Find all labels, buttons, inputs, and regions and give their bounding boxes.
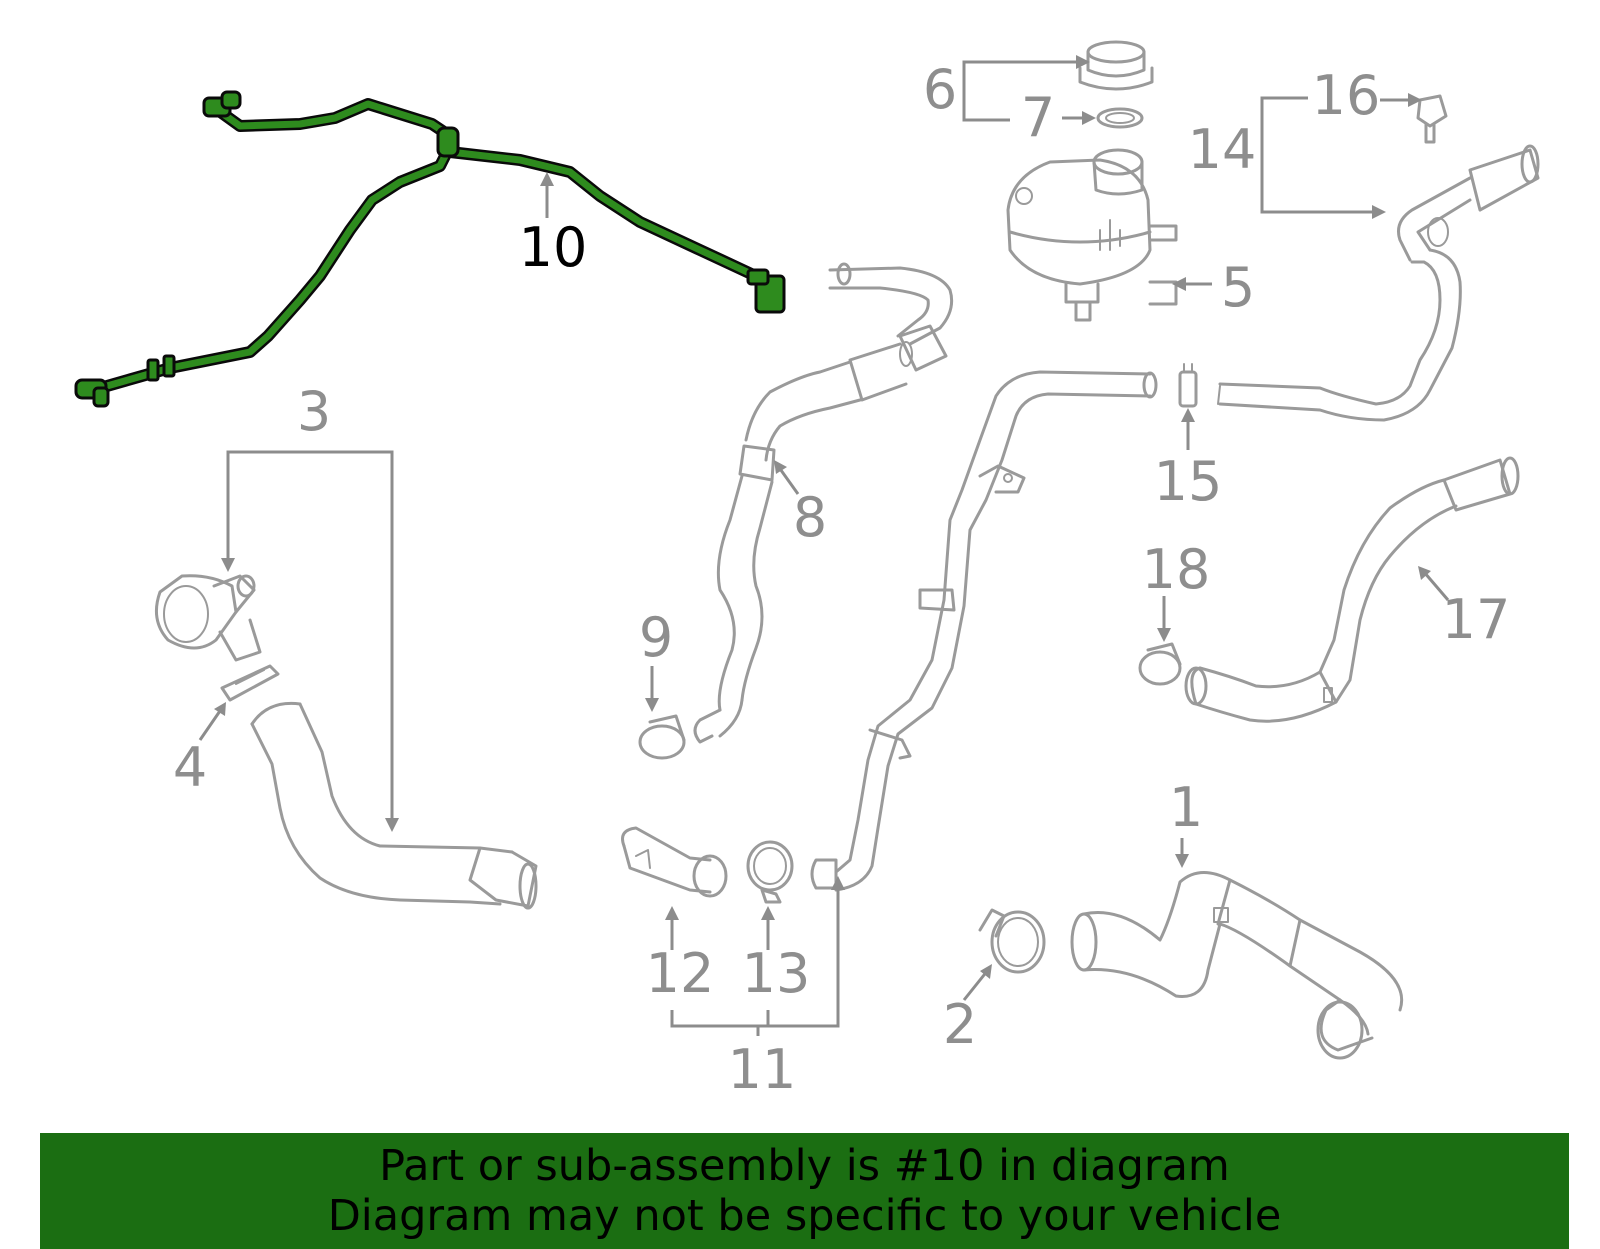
part-11-coolant-tube[interactable] <box>810 370 1158 892</box>
callout-10: 10 <box>519 216 588 279</box>
part-14-hose[interactable] <box>1217 144 1540 422</box>
part-17-hose[interactable] <box>1184 456 1520 723</box>
part-5-coolant-reservoir[interactable] <box>1006 148 1178 322</box>
part-6-reservoir-cap[interactable] <box>1078 40 1154 91</box>
callout-6: 6 <box>923 58 957 121</box>
hose-end-fitting <box>220 90 242 110</box>
banner-line-1: Part or sub-assembly is #10 in diagram <box>379 1141 1230 1191</box>
hose-clip <box>146 358 160 382</box>
info-banner: Part or sub-assembly is #10 in diagram D… <box>40 1133 1569 1249</box>
part-9-clamp[interactable] <box>638 714 686 760</box>
part-18-clamp[interactable] <box>1138 642 1182 686</box>
part-3-hose-housing[interactable] <box>154 574 262 662</box>
callout-4: 4 <box>173 736 207 799</box>
hose-clip <box>162 354 176 378</box>
callout-7: 7 <box>1021 86 1055 149</box>
leader-lines <box>198 55 1450 1036</box>
part-7-o-ring[interactable] <box>1096 107 1144 129</box>
part-2-clamp[interactable] <box>978 908 1046 974</box>
callout-1: 1 <box>1169 776 1203 839</box>
part-16-sensor[interactable] <box>1416 94 1448 144</box>
callout-9: 9 <box>639 606 673 669</box>
part-4-clip[interactable] <box>220 664 280 702</box>
part-3-hose[interactable] <box>250 701 538 910</box>
callout-17: 17 <box>1442 588 1511 651</box>
callout-8: 8 <box>793 486 827 549</box>
callout-5: 5 <box>1221 256 1255 319</box>
hose-end-fitting <box>746 268 770 286</box>
callout-18: 18 <box>1142 538 1211 601</box>
hose-junction <box>436 126 460 158</box>
callout-2: 2 <box>943 993 977 1056</box>
callout-labels: 1 2 3 4 5 6 7 8 9 10 11 12 13 14 15 16 1… <box>173 58 1511 1101</box>
part-13-clamp[interactable] <box>746 840 794 904</box>
callout-12: 12 <box>646 942 715 1005</box>
callout-11: 11 <box>728 1038 797 1101</box>
callout-16: 16 <box>1312 64 1381 127</box>
callout-3: 3 <box>297 380 331 443</box>
part-8-hose[interactable] <box>693 262 954 744</box>
callout-13: 13 <box>742 942 811 1005</box>
callout-14: 14 <box>1188 118 1257 181</box>
part-1-hose[interactable] <box>1070 871 1404 1060</box>
callout-15: 15 <box>1154 450 1223 513</box>
part-10-hose-assembly[interactable] <box>74 90 786 408</box>
hose-end-fitting <box>92 386 110 408</box>
banner-line-2: Diagram may not be specific to your vehi… <box>327 1191 1282 1241</box>
part-15-clamp[interactable] <box>1178 363 1198 408</box>
part-12-hose[interactable] <box>621 826 728 898</box>
